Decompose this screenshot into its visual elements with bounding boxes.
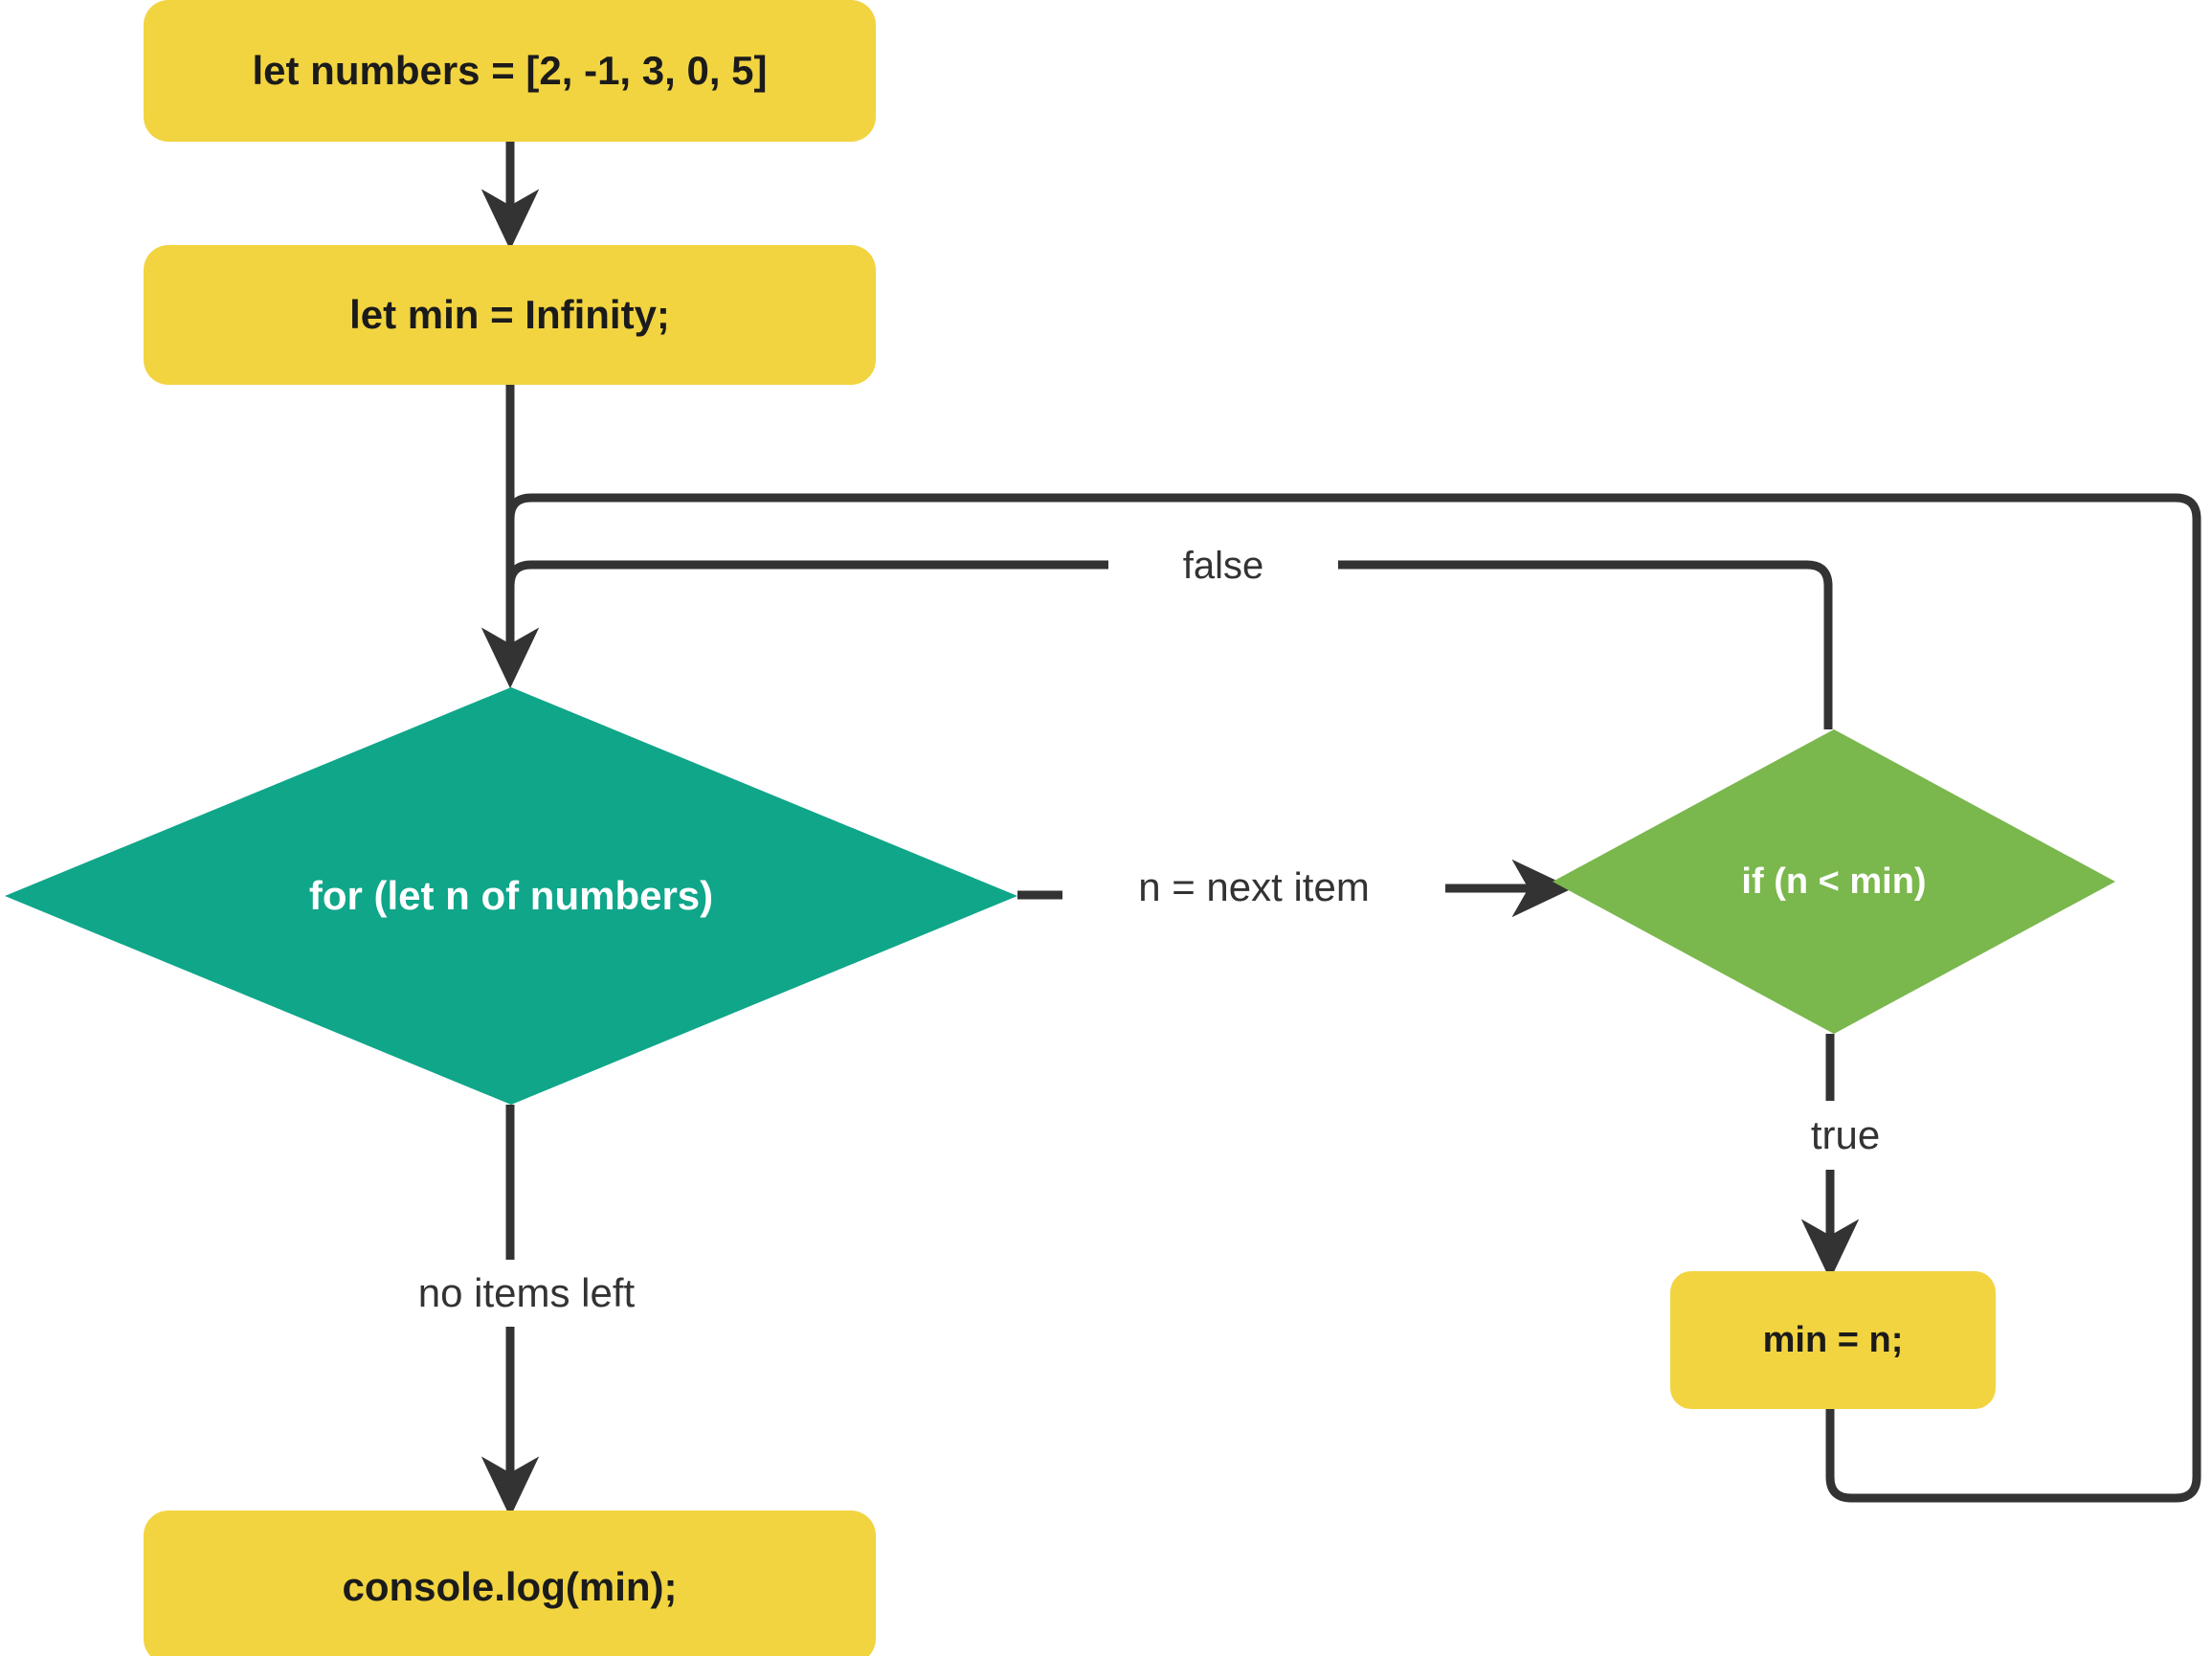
- node-for-loop[interactable]: for (let n of numbers): [5, 687, 1017, 1105]
- node-assign-min-label: min = n;: [1762, 1319, 1904, 1360]
- edge-label-no-items-left: no items left: [335, 1265, 718, 1321]
- node-init-array-label: let numbers = [2, -1, 3, 0, 5]: [252, 48, 768, 93]
- edge-label-false: false: [1108, 538, 1338, 593]
- edge-assign-min-to-for-loop: [505, 493, 2201, 1503]
- node-print-result-label: console.log(min);: [342, 1564, 678, 1609]
- node-if-compare[interactable]: if (n < min): [1553, 729, 2115, 1034]
- node-print-result[interactable]: console.log(min);: [144, 1511, 876, 1656]
- node-if-compare-label: if (n < min): [1741, 861, 1927, 902]
- diamond-shape-for-loop: [5, 687, 1017, 1105]
- node-init-min-label: let min = Infinity;: [349, 292, 670, 337]
- node-assign-min[interactable]: min = n;: [1670, 1271, 1996, 1409]
- node-init-min[interactable]: let min = Infinity;: [144, 245, 876, 385]
- edge-label-true: true: [1750, 1108, 1941, 1162]
- edge-false-return: [505, 560, 1833, 729]
- node-init-array[interactable]: let numbers = [2, -1, 3, 0, 5]: [144, 0, 876, 142]
- diamond-shape-if-compare: [1553, 729, 2115, 1034]
- edge-label-next-item: n = next item: [1062, 860, 1445, 915]
- node-for-loop-label: for (let n of numbers): [308, 873, 714, 918]
